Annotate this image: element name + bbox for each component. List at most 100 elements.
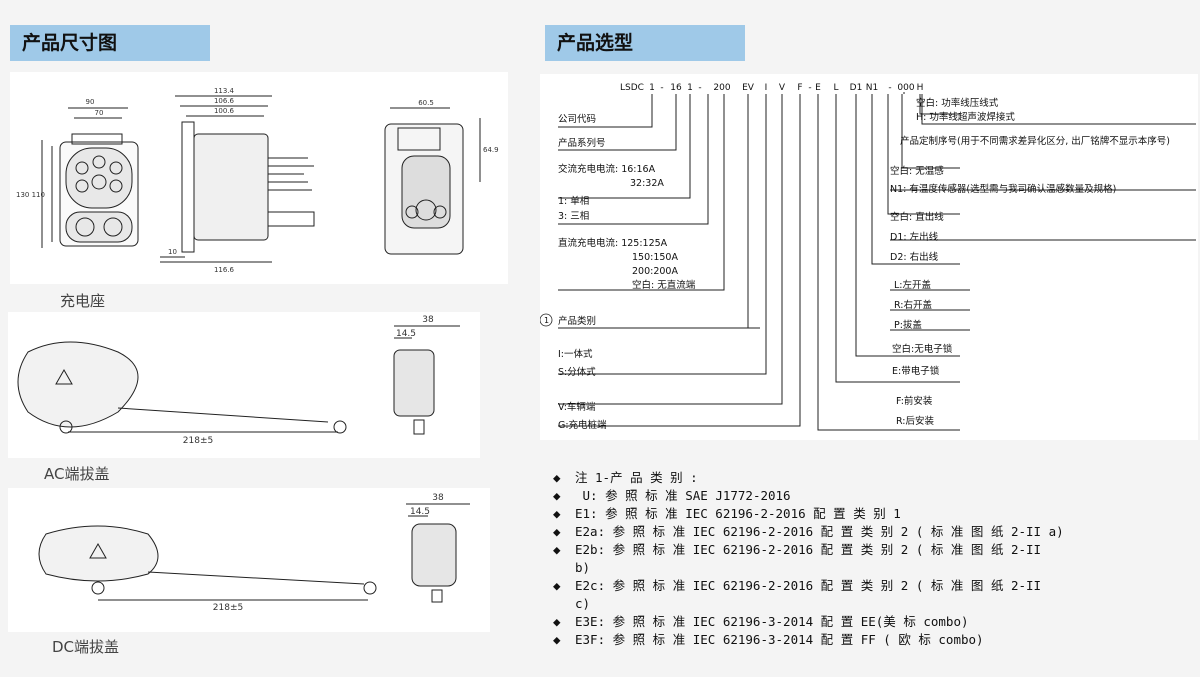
dc-cover-length: 218±5: [213, 603, 243, 613]
ac-cover-depth: 14.5: [396, 329, 416, 339]
code-segment: 200: [713, 83, 730, 93]
diamond-bullet-icon: ◆: [553, 632, 561, 647]
note-item: ◆ E1: 参 照 标 准 IEC 62196-2-2016 配 置 类 别 1: [553, 505, 1193, 523]
code-r-mount: R:后安装: [896, 415, 935, 427]
code-phase-3: 3: 三相: [558, 210, 589, 222]
dim-back-w: 60.5: [418, 99, 434, 107]
circle-number: 1: [544, 316, 549, 325]
circled-number-icon: [539, 313, 553, 327]
dimensions-header: 产品尺寸图: [10, 25, 210, 61]
code-segment: -: [808, 83, 811, 93]
code-segment: L: [833, 83, 838, 93]
note-text: U: 参 照 标 准 SAE J1772-2016: [575, 488, 791, 503]
code-p: P:拔盖: [894, 319, 922, 331]
note-item: ◆ E3F: 参 照 标 准 IEC 62196-3-2014 配 置 FF ( …: [553, 631, 1193, 649]
code-segment: N1: [866, 83, 878, 93]
note-item: ◆ E2c: 参 照 标 准 IEC 62196-2-2016 配 置 类 别 2…: [553, 577, 1193, 613]
selection-header: 产品选型: [545, 25, 745, 61]
note-text: E1: 参 照 标 准 IEC 62196-2-2016 配 置 类 别 1: [575, 506, 901, 521]
code-l: L:左开盖: [894, 279, 931, 291]
dc-cover-depth: 14.5: [410, 507, 430, 517]
code-r: R:右开盖: [894, 299, 933, 311]
dc-cover-width: 38: [432, 493, 444, 503]
note-text: E2a: 参 照 标 准 IEC 62196-2-2016 配 置 类 别 2 …: [575, 524, 1064, 539]
code-phase-1: 1: 单相: [558, 195, 589, 207]
note-text: E3F: 参 照 标 准 IEC 62196-3-2014 配 置 FF ( 欧…: [575, 632, 984, 647]
code-s-type: S:分体式: [558, 366, 596, 378]
code-segment: -: [888, 83, 891, 93]
code-segment: LSDC: [620, 83, 644, 93]
code-n-blank: 空白: 无温感: [890, 165, 944, 177]
dc-cover-drawing: 218±5 38 14.5: [38, 493, 470, 613]
code-ac-current: 交流充电电流: 16:16A: [558, 163, 656, 175]
code-i-type: I:一体式: [558, 348, 593, 360]
dim-side-w3: 100.6: [214, 107, 235, 115]
code-v-type: V:车辆端: [558, 401, 596, 413]
dim-side-w2: 106.6: [214, 97, 235, 105]
dc-cover-panel: 218±5 38 14.5: [8, 488, 490, 632]
code-segment: 1: [687, 83, 693, 93]
note-text: E2b: 参 照 标 准 IEC 62196-2-2016 配 置 类 别 2 …: [575, 542, 1042, 575]
dim-front-w1: 90: [86, 98, 95, 106]
code-d-blank: 空白: 直出线: [890, 211, 944, 223]
code-dc-200: 200:200A: [632, 266, 678, 277]
socket-drawing: 90 70 130 110 113.4 106.6 100.6 116.6 10…: [16, 87, 499, 274]
socket-drawing-panel: 90 70 130 110 113.4 106.6 100.6 116.6 10…: [10, 72, 508, 284]
diamond-bullet-icon: ◆: [553, 578, 561, 593]
code-category: 产品类别: [558, 315, 596, 327]
code-segment: 1: [649, 83, 655, 93]
code-company: 公司代码: [558, 114, 596, 125]
notes-list: ◆ 注 1-产 品 类 别 : ◆ U: 参 照 标 准 SAE J1772-201…: [553, 469, 1193, 649]
code-h-blank: 空白: 功率线压线式: [916, 97, 999, 109]
code-segment: 16: [670, 83, 682, 93]
diamond-bullet-icon: ◆: [553, 542, 561, 557]
note-item: ◆ E2b: 参 照 标 准 IEC 62196-2-2016 配 置 类 别 2…: [553, 541, 1193, 577]
note-text: E3E: 参 照 标 准 IEC 62196-3-2014 配 置 EE(美 标…: [575, 614, 969, 629]
dim-front-w2: 70: [95, 109, 104, 117]
code-segment: V: [779, 83, 786, 93]
code-e-blank: 空白:无电子锁: [892, 343, 953, 355]
ac-cover-width: 38: [422, 315, 434, 325]
dim-side-w1: 113.4: [214, 87, 235, 95]
code-dc-current: 直流充电电流: 125:125A: [558, 237, 668, 249]
code-d2: D2: 右出线: [890, 251, 939, 263]
note-item: ◆ U: 参 照 标 准 SAE J1772-2016: [553, 487, 1193, 505]
code-e: E:带电子锁: [892, 365, 940, 377]
diamond-bullet-icon: ◆: [553, 614, 561, 629]
dc-cover-caption: DC端拔盖: [52, 638, 120, 656]
code-segment: E: [815, 83, 821, 93]
code-segment: EV: [742, 83, 755, 93]
diamond-bullet-icon: ◆: [553, 506, 561, 521]
code-segment: 000: [897, 83, 914, 93]
code-segment: H: [917, 83, 924, 93]
ac-cover-panel: 218±5 38 14.5: [8, 312, 480, 458]
note-text: 注 1-产 品 类 别 :: [575, 470, 698, 485]
code-segment: F: [797, 83, 802, 93]
code-segment: -: [698, 83, 701, 93]
socket-caption: 充电座: [60, 292, 106, 310]
dim-front-h: 130 110: [16, 191, 45, 199]
dim-side-h: 10: [168, 248, 177, 256]
diamond-bullet-icon: ◆: [553, 524, 561, 539]
note-text: E2c: 参 照 标 准 IEC 62196-2-2016 配 置 类 别 2 …: [575, 578, 1042, 611]
dim-side-w4: 116.6: [214, 266, 235, 274]
code-segment: D1: [850, 83, 863, 93]
code-segment: I: [765, 83, 768, 93]
note-item: ◆ E3E: 参 照 标 准 IEC 62196-3-2014 配 置 EE(美 …: [553, 613, 1193, 631]
code-dc-none: 空白: 无直流端: [632, 279, 696, 291]
dim-back-h: 64.9: [483, 146, 499, 154]
diamond-bullet-icon: ◆: [553, 488, 561, 503]
code-n1: N1: 有温度传感器(选型需与我司确认温感数量及规格): [890, 183, 1116, 195]
diamond-bullet-icon: ◆: [553, 470, 561, 485]
code-h-h: H: 功率线超声波焊接式: [916, 111, 1015, 123]
note-item: ◆ E2a: 参 照 标 准 IEC 62196-2-2016 配 置 类 别 2…: [553, 523, 1193, 541]
code-segment: -: [660, 83, 663, 93]
code-series: 产品系列号: [558, 137, 606, 149]
ac-cover-drawing: 218±5 38 14.5: [17, 315, 460, 446]
code-d1: D1: 左出线: [890, 231, 939, 243]
code-ac-32: 32:32A: [630, 178, 664, 189]
ac-cover-length: 218±5: [183, 436, 213, 446]
note-item: ◆ 注 1-产 品 类 别 :: [553, 469, 1193, 487]
